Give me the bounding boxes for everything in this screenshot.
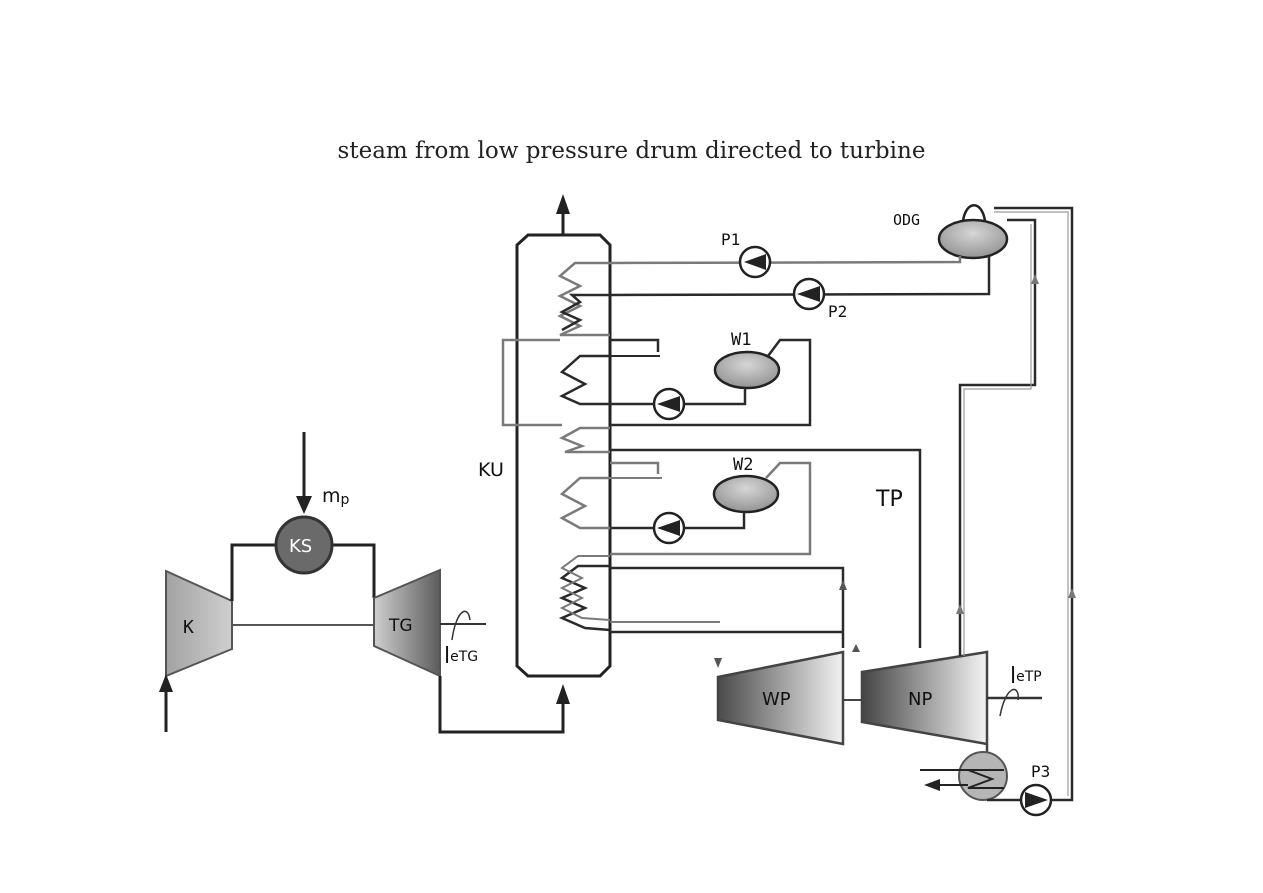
deaerator-label: ODG	[893, 211, 920, 229]
deaerator-vent	[961, 204, 987, 222]
w1-label: W1	[731, 330, 751, 350]
w1-steam-line	[610, 338, 812, 427]
exhaust-arrow-icon	[556, 684, 570, 704]
ks-label: KS	[289, 536, 312, 557]
w1-riser-line	[610, 338, 660, 352]
hp-turbine	[716, 650, 845, 746]
middle-to-np-line	[610, 448, 922, 648]
np-up-arrow-icon	[956, 604, 964, 614]
pump-p2-arrow-icon	[797, 286, 820, 302]
coil-w1	[559, 354, 610, 406]
pump-p1-arrow-icon	[744, 254, 766, 270]
coil-middle	[559, 426, 610, 454]
condensate-arrow-icon	[1068, 588, 1076, 598]
combustion-chamber	[274, 515, 334, 575]
air-inlet-arrow-icon	[159, 674, 173, 692]
tg-label: TG	[388, 616, 413, 636]
odg-up-arrow-icon	[1031, 274, 1039, 284]
hrsg-outlet-arrow-icon	[556, 194, 570, 214]
gt-power-label: leTG	[444, 644, 478, 669]
st-power-label: leTP	[1010, 664, 1042, 689]
coil-top	[557, 261, 610, 337]
left-grey-loop	[501, 338, 562, 427]
condensate-grey-line	[994, 211, 1069, 796]
cooling-water-out-arrow-icon	[924, 779, 940, 791]
np-to-odg-grey-line	[963, 224, 1032, 656]
w2-label: W2	[733, 455, 753, 475]
np-rotation-icon	[999, 688, 1019, 717]
tp-label: TP	[875, 487, 903, 512]
compressor	[165, 569, 233, 678]
np-label: NP	[908, 689, 932, 710]
drum-w1	[713, 350, 781, 390]
hrsg-label: KU	[478, 459, 504, 481]
diagram-caption: steam from low pressure drum directed to…	[337, 138, 926, 164]
ks-to-tg-line	[332, 543, 376, 598]
drum-w2	[712, 474, 780, 514]
compressor-to-ks-line	[230, 543, 276, 601]
p2-label: P2	[828, 302, 847, 321]
w2-riser-line	[610, 461, 660, 474]
hp-steam-arrow-icon	[839, 580, 847, 590]
hp-steam-line	[610, 566, 845, 648]
fuel-arrow-icon	[296, 496, 312, 514]
hrsg-casing	[515, 233, 612, 678]
wp-inlet-arrow-icon	[714, 658, 722, 668]
condenser-coil-icon	[967, 769, 1004, 789]
condensate-line	[987, 206, 1074, 802]
fuel-label: mp	[322, 485, 350, 508]
exhaust-duct-line	[438, 676, 565, 734]
pump-w1-arrow-icon	[657, 396, 680, 412]
p3-label: P3	[1031, 762, 1050, 781]
wp-label: WP	[762, 689, 791, 710]
coil-bottom-grey	[559, 555, 611, 621]
coil-bottom	[558, 564, 611, 632]
pump-w2-arrow-icon	[657, 520, 680, 536]
np-to-odg-line	[958, 218, 1037, 656]
p1-line	[609, 256, 962, 265]
np-inlet-arrow-icon	[852, 644, 860, 652]
coil-w2	[559, 476, 610, 530]
p2-line	[609, 256, 991, 297]
coil-top-inner	[559, 293, 610, 332]
deaerator-drum	[937, 218, 1009, 260]
p1-label: P1	[721, 230, 740, 249]
w2-steam-line	[610, 461, 812, 556]
compressor-label: K	[183, 617, 194, 638]
tg-rotation-icon	[451, 610, 471, 641]
pump-p3-arrow-icon	[1025, 792, 1048, 808]
